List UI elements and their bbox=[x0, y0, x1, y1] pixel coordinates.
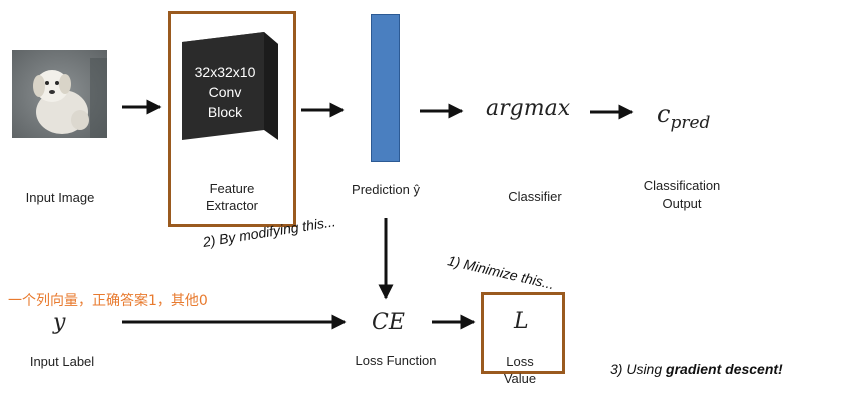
input-image-label: Input Image bbox=[25, 190, 95, 205]
c-pred-base: c bbox=[657, 100, 671, 128]
conv-word: Conv bbox=[208, 84, 242, 100]
chinese-note: 一个列向量，正确答案1，其他0 bbox=[8, 293, 208, 309]
conv-block-text: 32x32x10 Conv Block bbox=[184, 62, 266, 122]
input-label-label: Input Label bbox=[29, 354, 95, 369]
argmax-symbol: argmax bbox=[486, 96, 571, 121]
loss-function-label: Loss Function bbox=[355, 353, 437, 368]
c-pred-sub: pred bbox=[670, 112, 711, 133]
classifier-label: Classifier bbox=[508, 189, 562, 204]
feature-extractor-box bbox=[168, 11, 296, 227]
l-symbol: L bbox=[514, 309, 529, 334]
ce-symbol: CE bbox=[372, 310, 405, 335]
prediction-vector bbox=[371, 14, 400, 162]
block-word: Block bbox=[207, 104, 243, 120]
classification-output-label: Classification Output bbox=[643, 178, 721, 211]
prediction-label: Prediction ŷ bbox=[352, 182, 420, 197]
y-symbol: y bbox=[53, 310, 66, 335]
feature-extractor-label: Feature Extractor bbox=[205, 181, 258, 213]
gradient-prefix: 3) Using bbox=[610, 361, 667, 377]
gradient-bold: gradient descent! bbox=[666, 361, 783, 377]
loss-value-label: Loss Value bbox=[503, 354, 537, 386]
conv-dims: 32x32x10 bbox=[194, 64, 256, 80]
puppy-picture bbox=[12, 50, 107, 138]
gradient-descent-note: 3) Using gradient descent! bbox=[610, 361, 783, 377]
input-image bbox=[12, 50, 107, 138]
loss-value-box bbox=[481, 292, 565, 374]
c-pred-symbol: cpred bbox=[657, 100, 710, 133]
conv-block-3d bbox=[182, 32, 278, 140]
